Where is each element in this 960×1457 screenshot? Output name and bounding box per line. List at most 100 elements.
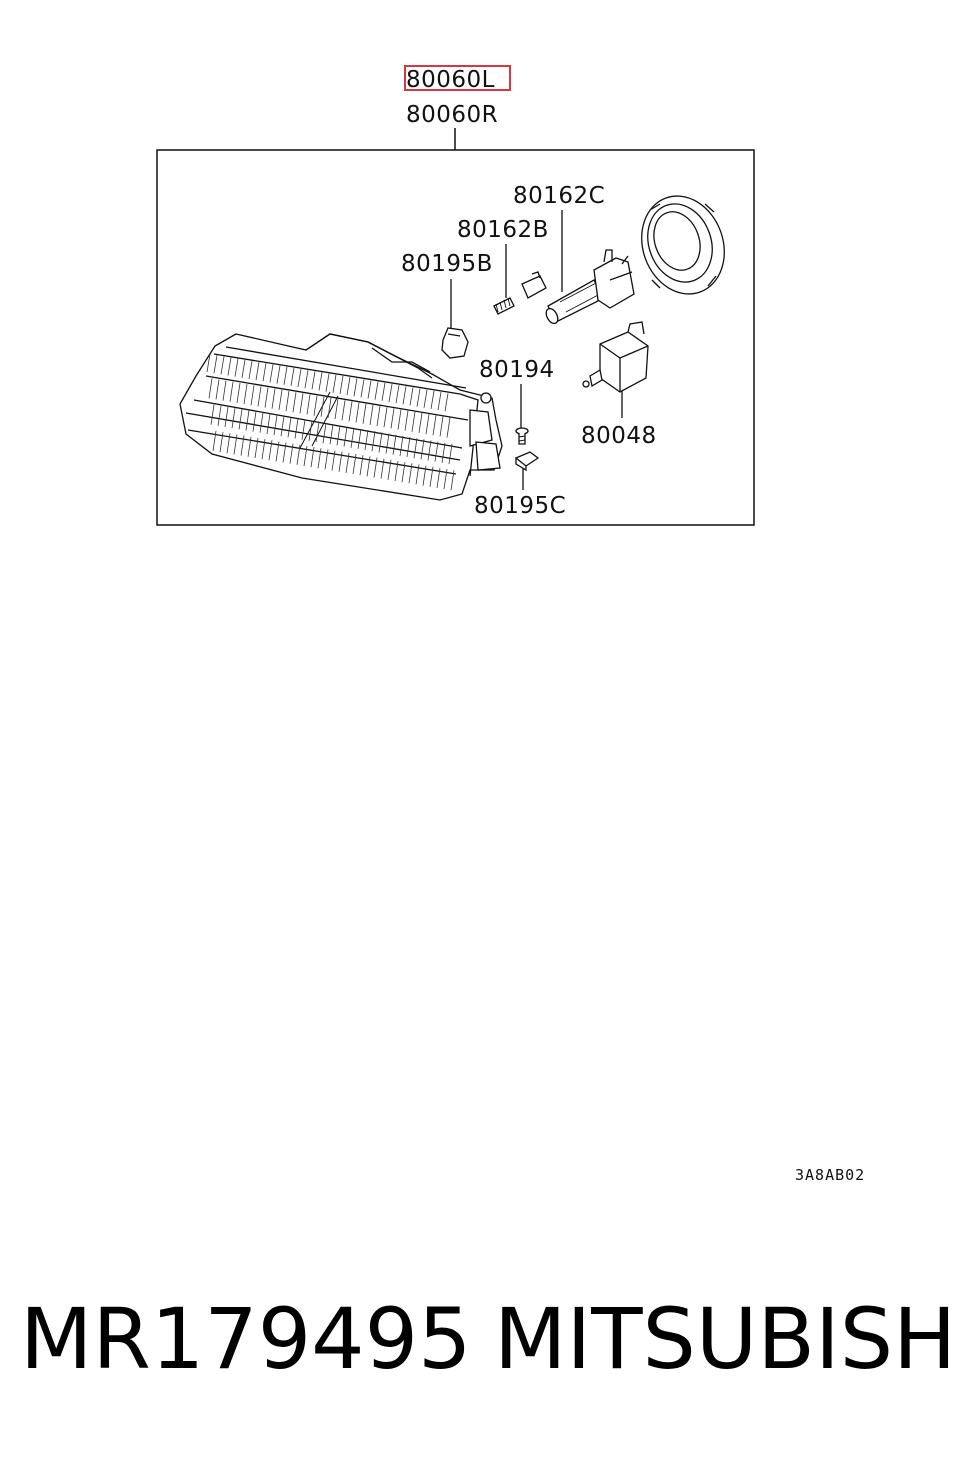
hatch-stroke <box>437 392 442 411</box>
hatch-stroke <box>408 463 413 484</box>
hatch-stroke <box>289 443 294 464</box>
callout-80162C-label[interactable]: 80162C <box>513 183 605 209</box>
hatch-stroke <box>411 411 416 432</box>
callout-80195B[interactable]: 80195B <box>401 251 493 277</box>
hatch-stroke <box>352 454 357 475</box>
hatch-stroke <box>276 365 281 384</box>
hatch-stroke <box>213 355 218 374</box>
hatch-stroke <box>212 430 217 452</box>
hatch-stroke <box>364 430 369 451</box>
hatch-stroke <box>233 434 238 455</box>
hatch-stroke <box>373 457 378 478</box>
callout-80195C[interactable]: 80195C <box>474 493 566 519</box>
hatch-stroke <box>255 362 260 381</box>
hatch-stroke <box>226 433 231 454</box>
hatch-stroke <box>392 434 397 455</box>
hatch-stroke <box>243 384 248 405</box>
hatch-stroke <box>259 412 264 433</box>
hatch-stroke <box>360 379 365 398</box>
hatch-stroke <box>332 374 337 393</box>
assembly-frame <box>156 149 755 526</box>
callout-80048-label[interactable]: 80048 <box>581 423 657 449</box>
hatch-stroke <box>306 394 311 415</box>
hatch-stroke <box>238 409 243 430</box>
nut-80195C-illustration <box>514 451 540 472</box>
hatch-stroke <box>355 402 360 423</box>
hatch-stroke <box>420 439 425 460</box>
hatch-stroke <box>339 375 344 395</box>
hatch-stroke <box>219 432 224 453</box>
hatch-stroke <box>346 377 351 396</box>
hatch-stroke <box>266 413 271 434</box>
hatch-stroke <box>376 405 381 427</box>
hatch-stroke <box>322 423 327 444</box>
bulb-80162B-illustration <box>493 271 547 315</box>
hatch-stroke <box>402 386 407 405</box>
hatch-stroke <box>234 358 239 377</box>
hatch-stroke <box>432 415 437 436</box>
hatch-stroke <box>231 408 236 429</box>
hatch-stroke <box>318 372 323 391</box>
hatch-stroke <box>285 390 290 412</box>
brand-name: MITSUBISHI <box>494 1290 960 1388</box>
part-footer: MR179495 MITSUBISHI <box>0 1290 960 1400</box>
hatch-stroke <box>210 404 215 425</box>
hatch-stroke <box>422 465 427 486</box>
hatch-stroke <box>308 420 313 441</box>
hatch-stroke <box>385 433 390 454</box>
hatch-stroke <box>441 442 446 463</box>
hatch-stroke <box>245 410 250 431</box>
hatch-stroke <box>348 401 353 422</box>
hatch-stroke <box>310 447 315 468</box>
hatch-stroke <box>430 390 435 410</box>
hatch-stroke <box>292 392 297 413</box>
callout-80060R[interactable]: 80060R <box>406 102 498 128</box>
hatch-stroke <box>268 440 273 461</box>
hatch-stroke <box>224 406 229 428</box>
hatch-stroke <box>374 381 379 400</box>
hatch-stroke <box>362 403 367 424</box>
hatch-stroke <box>369 404 374 425</box>
hatch-stroke <box>282 442 287 463</box>
callout-80060L-label[interactable]: 80060L <box>406 67 495 93</box>
leader-lines <box>450 210 623 490</box>
hatch-stroke <box>296 444 301 465</box>
hatch-stroke <box>254 437 259 458</box>
callout-80162B-label[interactable]: 80162B <box>457 217 549 243</box>
bulb-80162C-illustration <box>545 249 635 325</box>
hatch-stroke <box>271 388 276 409</box>
headlamp-housing-illustration <box>179 333 503 501</box>
callout-80195C-label[interactable]: 80195C <box>474 493 566 519</box>
hatch-stroke <box>273 414 278 436</box>
hatch-stroke <box>275 441 280 462</box>
callout-80162B[interactable]: 80162B <box>457 217 549 243</box>
hatch-stroke <box>359 455 364 476</box>
callout-80195B-label[interactable]: 80195B <box>401 251 493 277</box>
callout-80048[interactable]: 80048 <box>581 423 657 449</box>
hatch-stroke <box>409 387 414 406</box>
hatch-stroke <box>334 399 339 420</box>
callout-80162C[interactable]: 80162C <box>513 183 605 209</box>
hatch-stroke <box>324 449 329 470</box>
hatch-stroke <box>338 451 343 472</box>
callout-80060R-label[interactable]: 80060R <box>406 102 498 128</box>
selected-callout-highlight <box>404 65 511 91</box>
hatch-stroke <box>304 370 309 389</box>
hatch-stroke <box>381 382 386 401</box>
hatch-stroke <box>208 378 213 399</box>
hatch-stroke <box>215 379 220 400</box>
hatch-stroke <box>278 389 283 410</box>
hatch-stroke <box>301 419 306 440</box>
hatch-stroke <box>240 435 245 456</box>
callout-80060L[interactable]: 80060L <box>406 67 495 93</box>
hatch-stroke <box>252 411 257 432</box>
hatch-stroke <box>336 425 341 446</box>
callout-80194-label[interactable]: 80194 <box>479 357 555 383</box>
hatch-stroke <box>418 412 423 434</box>
clip-80195B-illustration <box>441 327 469 359</box>
callout-80194[interactable]: 80194 <box>479 357 555 383</box>
hatch-stroke <box>380 458 385 479</box>
hatch-stroke <box>429 466 434 487</box>
